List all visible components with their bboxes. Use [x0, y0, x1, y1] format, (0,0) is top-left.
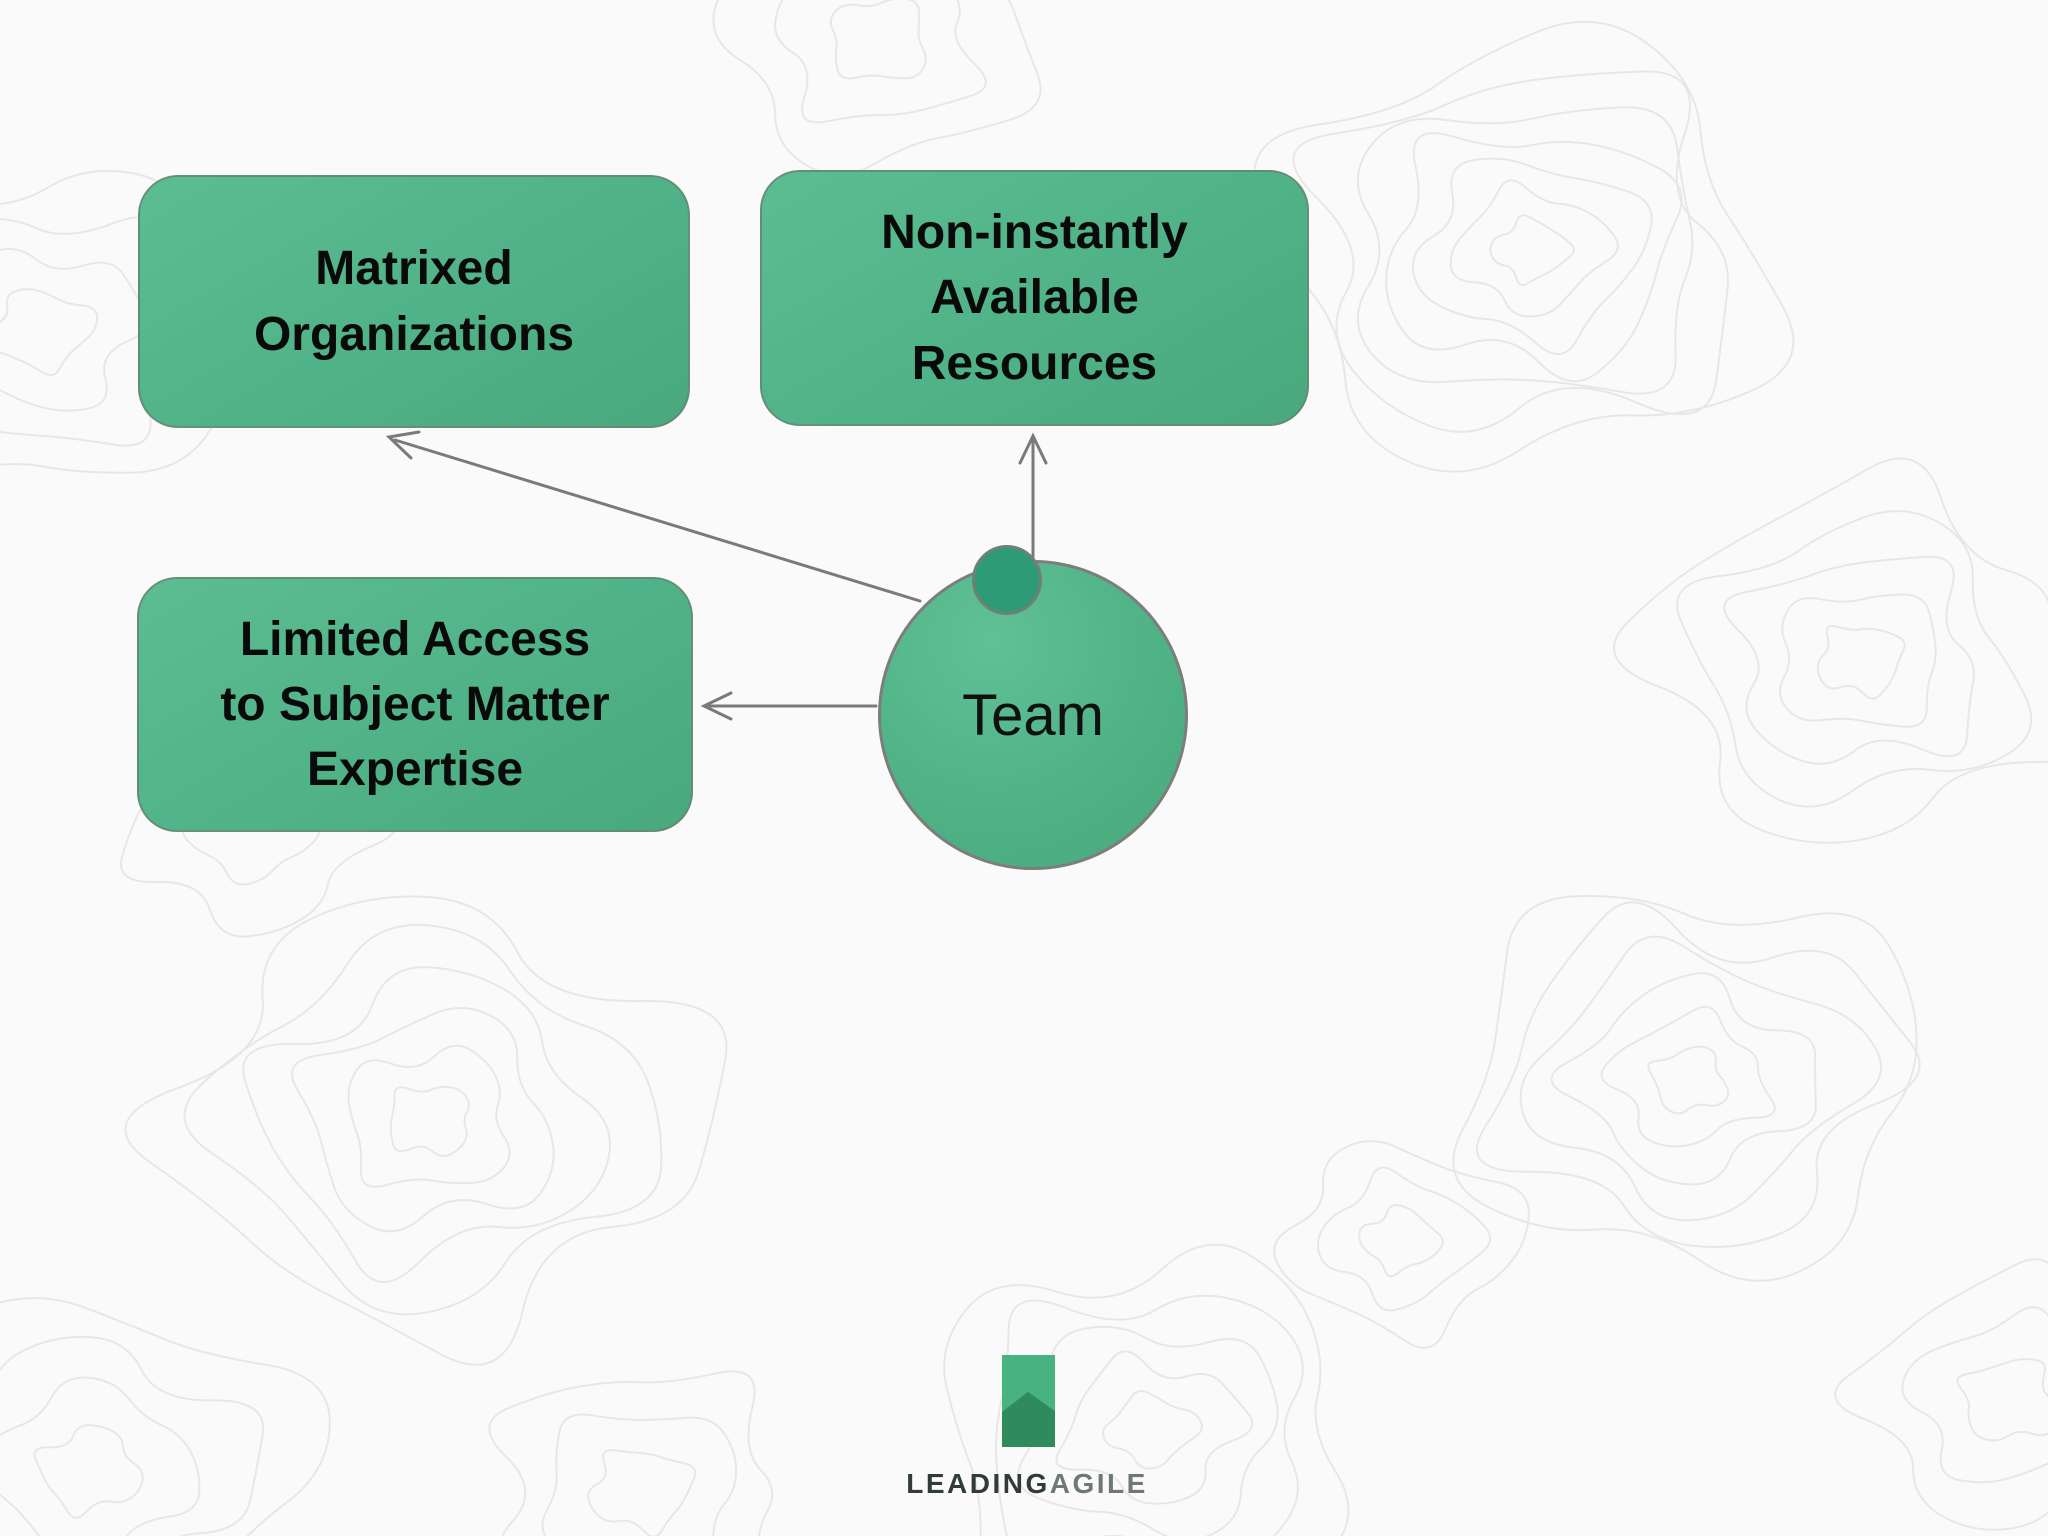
logo-wordmark: LEADINGAGILE [827, 1468, 1227, 1500]
mountain-peak-shape [1002, 1391, 1055, 1447]
team-circle-node: Team [878, 560, 1188, 870]
limited-access-expertise-box: Limited Access to Subject Matter Experti… [137, 577, 693, 832]
mountain-peak-logo-mark-icon [1002, 1355, 1055, 1447]
logo-word-agile: AGILE [1049, 1468, 1148, 1499]
matrixed-organizations-box: Matrixed Organizations [138, 175, 690, 428]
team-label: Team [962, 682, 1104, 748]
team-satellite-dot [972, 545, 1042, 615]
non-instantly-available-resources-box: Non-instantly Available Resources [760, 170, 1309, 426]
logo-word-leading: LEADING [906, 1468, 1050, 1499]
